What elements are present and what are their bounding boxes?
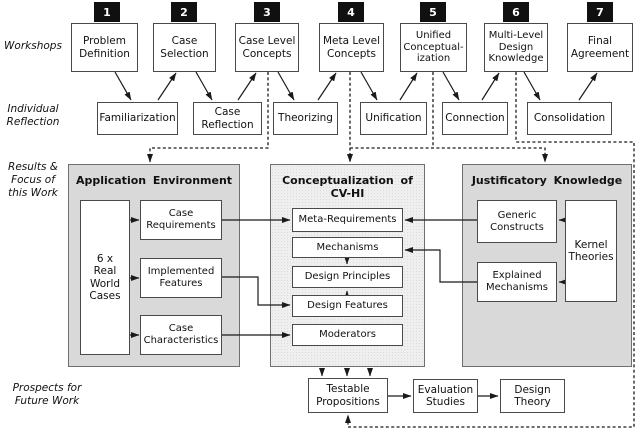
workshop-box-final-agreement: Final Agreement bbox=[567, 23, 633, 72]
row-label-individual-reflection: Individual Reflection bbox=[6, 103, 60, 129]
reflection-box-familiarization: Familiarization bbox=[97, 102, 178, 135]
workshop-box-case-selection: Case Selection bbox=[153, 23, 216, 72]
workshop-box-problem-definition: Problem Definition bbox=[71, 23, 138, 72]
box-evaluation-studies: Evaluation Studies bbox=[413, 379, 478, 413]
reflection-box-connection: Connection bbox=[442, 102, 508, 135]
box-kernel-theories: Kernel Theories bbox=[565, 200, 617, 302]
reflection-box-case-reflection: Case Reflection bbox=[193, 102, 262, 135]
row-label-workshops: Workshops bbox=[4, 40, 62, 52]
workshop-number-1: 1 bbox=[94, 2, 120, 22]
workshop-reflection-arrows bbox=[114, 71, 598, 101]
box-generic-constructs: Generic Constructs bbox=[477, 200, 557, 243]
row-label-results-focus: Results & Focus of this Work bbox=[8, 161, 58, 200]
box-case-requirements: Case Requirements bbox=[140, 200, 222, 240]
workshop-box-meta-level-concepts: Meta Level Concepts bbox=[319, 23, 384, 72]
reflection-box-consolidation: Consolidation bbox=[527, 102, 612, 135]
workshop-box-multi-level-design-knowledge: Multi-Level Design Knowledge bbox=[484, 23, 548, 72]
box-six-real-world-cases: 6 x Real World Cases bbox=[80, 200, 130, 355]
reflection-box-theorizing: Theorizing bbox=[273, 102, 338, 135]
box-case-characteristics: Case Characteristics bbox=[140, 315, 222, 355]
workshop-number-2: 2 bbox=[171, 2, 197, 22]
row-label-prospects-future-work: Prospects for Future Work bbox=[12, 382, 82, 408]
panel-title-justificatory-knowledge: Justificatory Knowledge bbox=[471, 174, 623, 187]
box-design-principles: Design Principles bbox=[292, 266, 403, 288]
box-design-theory: Design Theory bbox=[500, 379, 565, 413]
workshop-number-6: 6 bbox=[503, 2, 529, 22]
workshop-number-3: 3 bbox=[254, 2, 280, 22]
workshop-number-7: 7 bbox=[587, 2, 613, 22]
box-mechanisms: Mechanisms bbox=[292, 237, 403, 258]
workshop-number-5: 5 bbox=[420, 2, 446, 22]
box-meta-requirements: Meta-Requirements bbox=[292, 208, 403, 232]
box-implemented-features: Implemented Features bbox=[140, 258, 222, 298]
panel-title-conceptualization-cvhi: Conceptualization of CV-HI bbox=[282, 174, 413, 201]
box-design-features: Design Features bbox=[292, 295, 403, 317]
box-explained-mechanisms: Explained Mechanisms bbox=[477, 262, 557, 302]
workshop-number-4: 4 bbox=[338, 2, 364, 22]
workshop-box-case-level-concepts: Case Level Concepts bbox=[235, 23, 299, 72]
reflection-box-unification: Unification bbox=[360, 102, 427, 135]
workshop-box-unified-conceptualization: Unified Conceptual- ization bbox=[400, 23, 467, 72]
box-testable-propositions: Testable Propositions bbox=[308, 378, 388, 413]
panel-title-application-environment: Application Environment bbox=[75, 174, 233, 187]
box-moderators: Moderators bbox=[292, 324, 403, 346]
